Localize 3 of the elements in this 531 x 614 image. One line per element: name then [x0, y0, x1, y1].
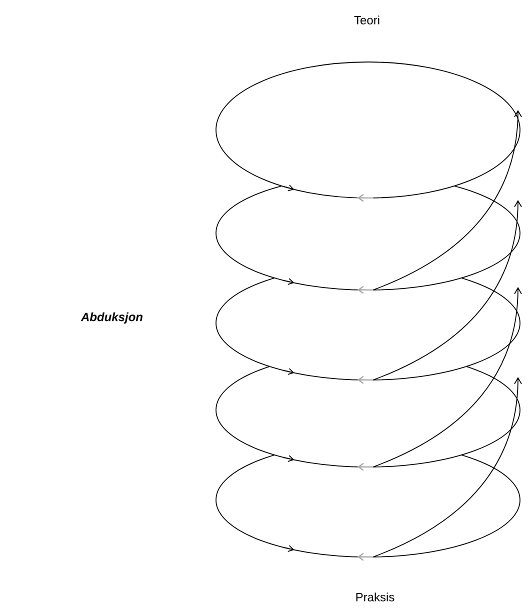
label: Abduksjon: [80, 312, 142, 324]
label: Praksis: [356, 592, 394, 602]
label: Teori: [354, 16, 380, 24]
